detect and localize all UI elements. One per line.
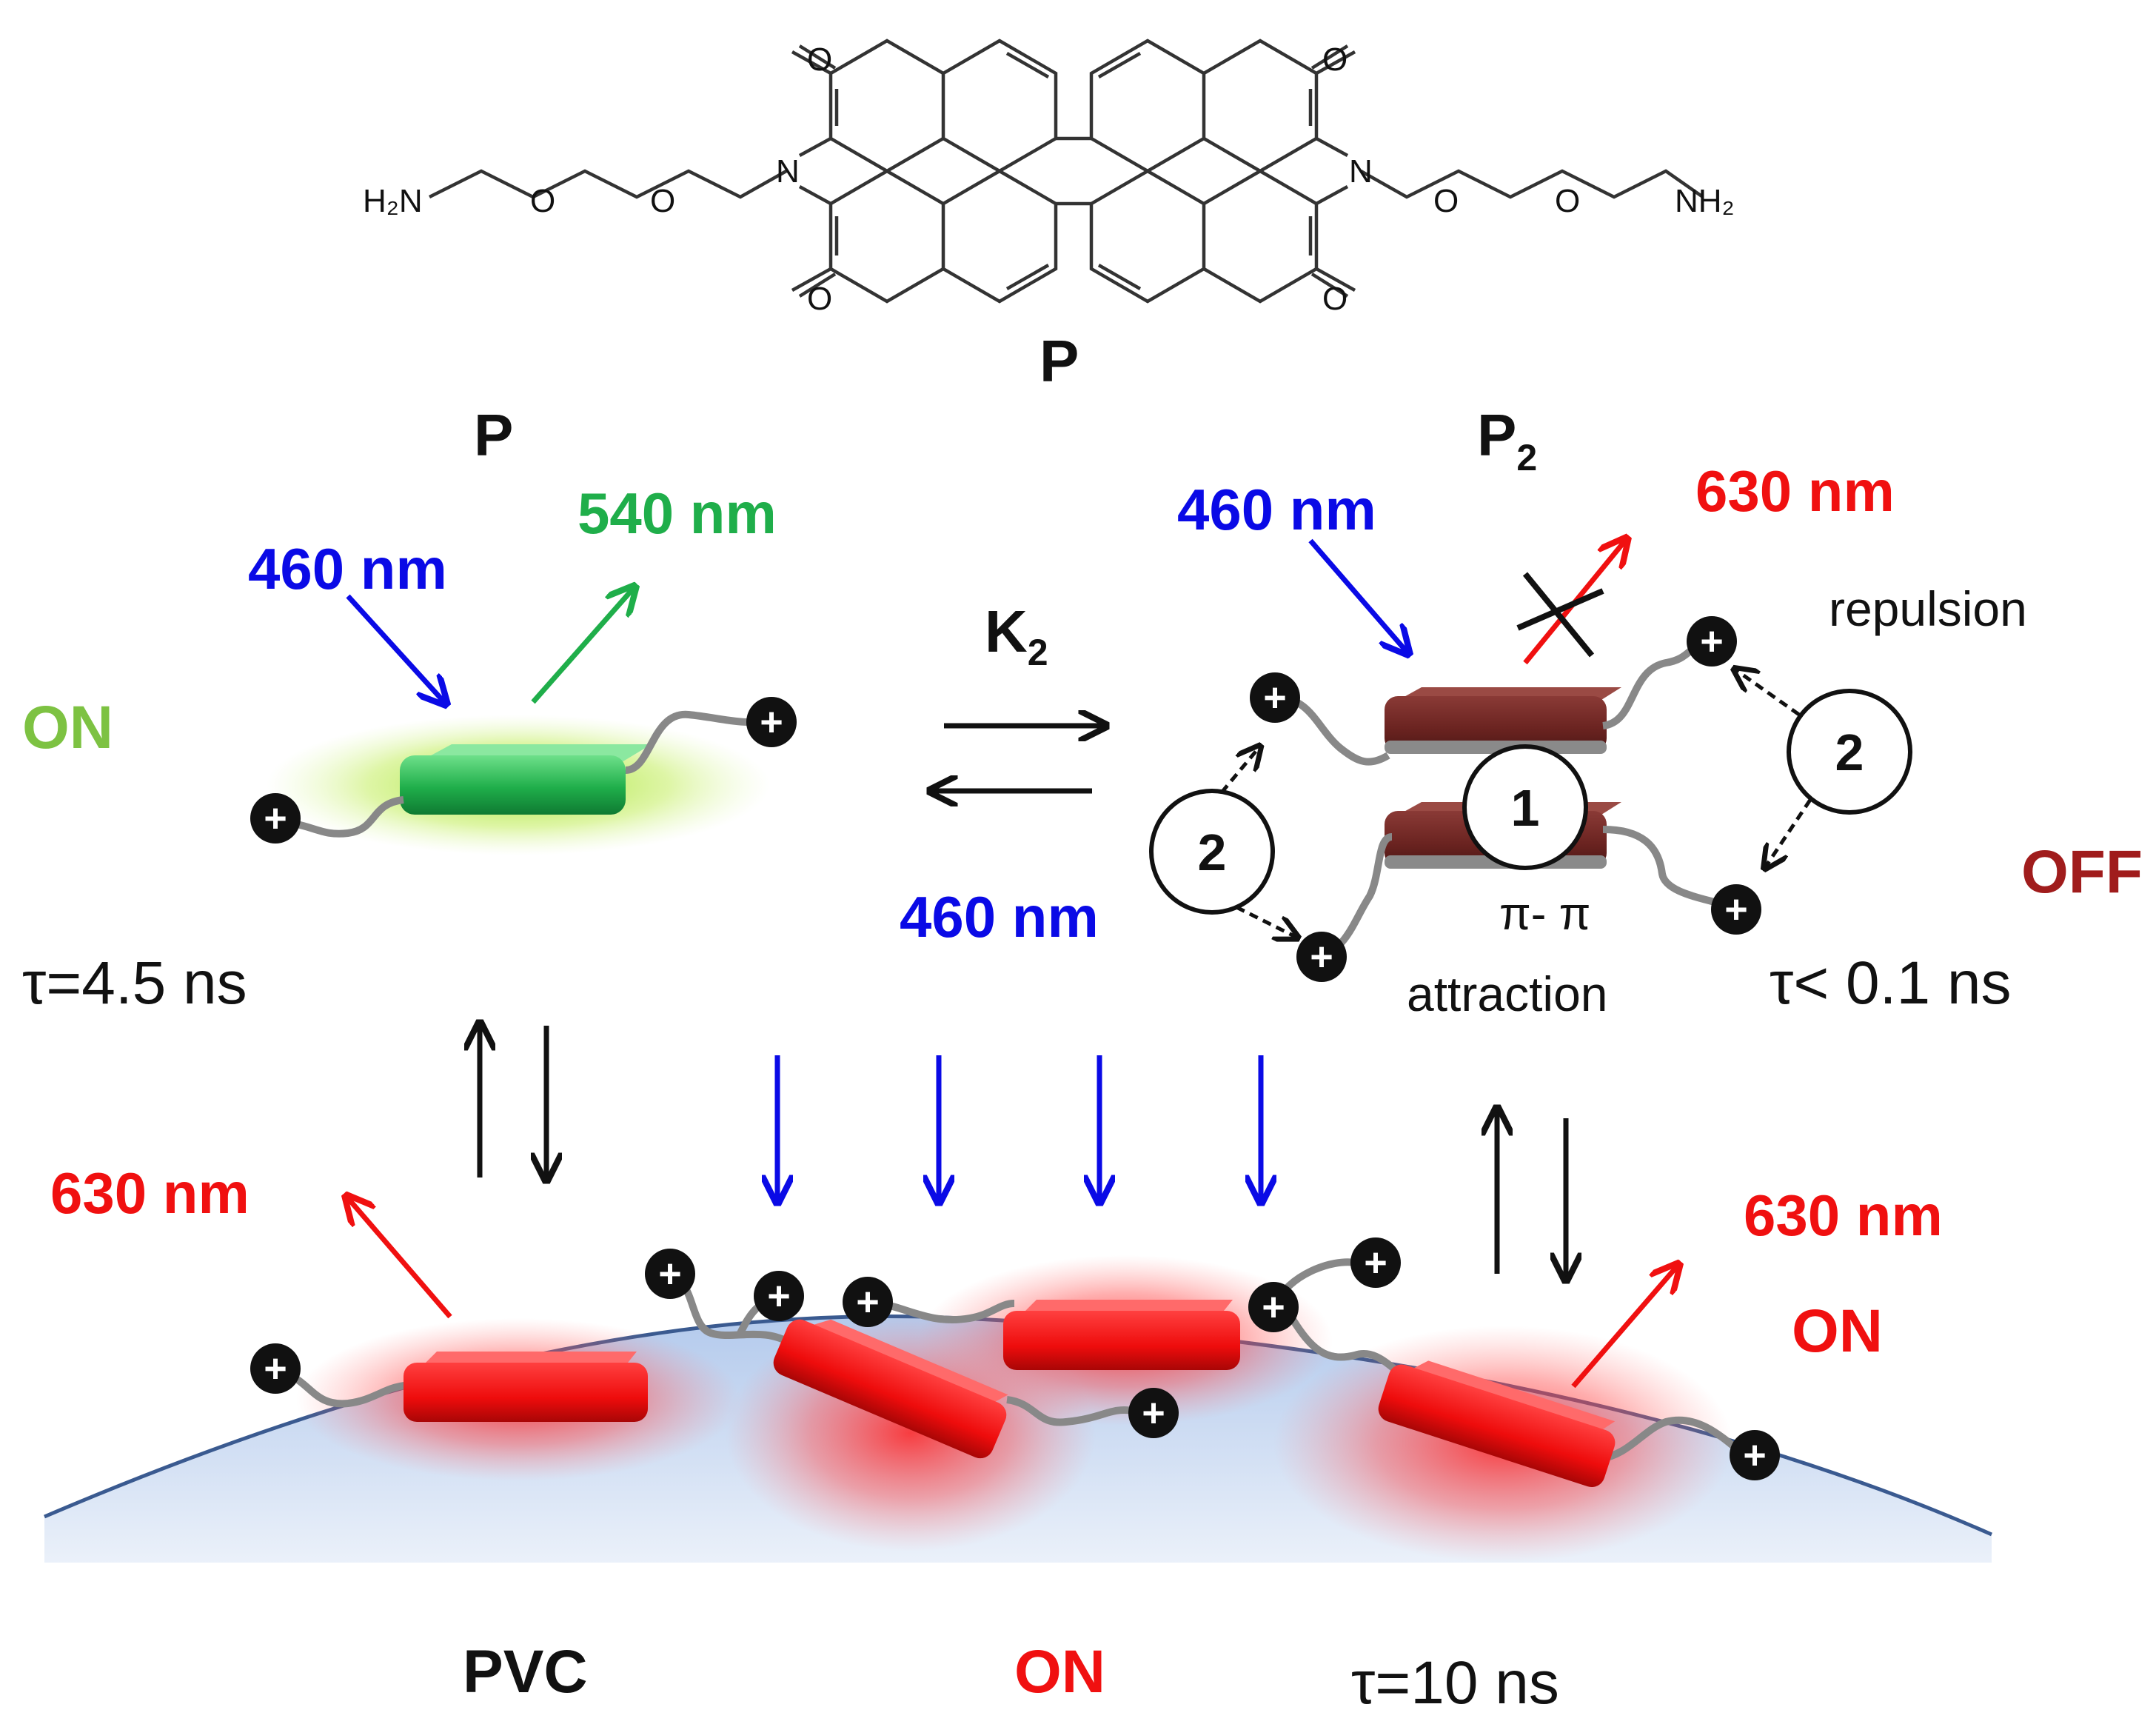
monomer-state: ON bbox=[22, 694, 113, 761]
atom-o-bottom-right: O bbox=[1322, 281, 1348, 317]
dimer-excitation-label: 460 nm bbox=[1177, 477, 1376, 542]
surface-chain-7 bbox=[1288, 1316, 1409, 1381]
svg-text:2: 2 bbox=[1198, 824, 1227, 881]
atom-n-right: N bbox=[1349, 153, 1373, 190]
monomer-charge-right: + bbox=[746, 697, 797, 747]
monomer-emission-label: 540 nm bbox=[578, 481, 777, 546]
monomer-excitation-arrow bbox=[346, 594, 444, 702]
atom-o-chain-left-2: O bbox=[650, 183, 675, 219]
monomer-lifetime: τ=4.5 ns bbox=[22, 949, 247, 1017]
monomer-emission-arrow bbox=[531, 589, 633, 704]
repulsion-label: repulsion bbox=[1829, 581, 2027, 636]
attraction-label: attraction bbox=[1407, 966, 1607, 1021]
blocked-emission-cross-icon bbox=[1516, 572, 1604, 658]
repulsion-arrow-3 bbox=[1736, 670, 1801, 717]
monomer-title: P bbox=[474, 402, 513, 468]
dimer-chain-4 bbox=[1602, 826, 1731, 911]
dimer-title: P2 bbox=[1477, 402, 1537, 478]
dimer-top-slab bbox=[1385, 687, 1621, 754]
dimer-charge-4: + bbox=[1711, 884, 1761, 935]
surface-charge-6: + bbox=[1248, 1282, 1299, 1332]
pvc-label: PVC bbox=[463, 1638, 588, 1706]
svg-text:2: 2 bbox=[1835, 724, 1864, 781]
atom-n-left: N bbox=[776, 153, 800, 190]
core-ring-top-right bbox=[1089, 39, 1206, 173]
surface-charge-4: + bbox=[843, 1277, 893, 1327]
svg-text:+: + bbox=[1310, 935, 1333, 979]
surface-slab-3 bbox=[1003, 1300, 1240, 1370]
surface-right-emission-label: 630 nm bbox=[1744, 1183, 1943, 1248]
atom-h2n: H₂N bbox=[363, 183, 423, 219]
center-excitation-label: 460 nm bbox=[900, 884, 1099, 949]
svg-text:+: + bbox=[1743, 1433, 1767, 1477]
surface-chain-1 bbox=[274, 1366, 415, 1408]
compound-label: P bbox=[1040, 328, 1079, 394]
svg-text:1: 1 bbox=[1511, 779, 1540, 837]
svg-text:+: + bbox=[1724, 887, 1748, 932]
surface-charge-2: + bbox=[645, 1249, 695, 1299]
svg-text:+: + bbox=[1142, 1391, 1165, 1435]
atom-o-chain-left-1: O bbox=[530, 183, 555, 219]
surface-charge-5: + bbox=[1128, 1388, 1179, 1438]
repulsion-arrow-4 bbox=[1766, 798, 1812, 866]
surface-chain-8 bbox=[1598, 1416, 1743, 1463]
core-ring-top-left bbox=[941, 39, 1058, 173]
surface-lifetime: τ=10 ns bbox=[1351, 1649, 1559, 1717]
surface-slab-2 bbox=[773, 1319, 1008, 1459]
pi-pi-label: π- π bbox=[1499, 889, 1590, 940]
svg-text:+: + bbox=[767, 1274, 791, 1318]
svg-text:+: + bbox=[1700, 619, 1724, 664]
surface-emission-arrow-left bbox=[348, 1198, 452, 1319]
svg-text:+: + bbox=[1364, 1240, 1387, 1285]
interaction-circle-2-right: 2 bbox=[1787, 689, 1912, 815]
dimer-charge-3: + bbox=[1296, 932, 1347, 982]
surface-state: ON bbox=[1014, 1638, 1105, 1706]
svg-text:+: + bbox=[264, 796, 287, 841]
monomer-chain-left bbox=[273, 796, 404, 838]
interaction-circle-1: 1 bbox=[1462, 744, 1588, 870]
surface-charge-7: + bbox=[1350, 1237, 1401, 1288]
surface-charge-8: + bbox=[1730, 1430, 1780, 1480]
dimer-charge-2: + bbox=[1687, 616, 1737, 667]
atom-o-top-right: O bbox=[1322, 41, 1348, 78]
surface-left-emission-label: 630 nm bbox=[50, 1160, 250, 1226]
svg-text:+: + bbox=[658, 1252, 682, 1296]
repulsion-arrow-2 bbox=[1235, 905, 1296, 937]
surface-right-state: ON bbox=[1792, 1297, 1883, 1365]
dimer-charge-1: + bbox=[1250, 672, 1300, 723]
svg-text:+: + bbox=[1263, 675, 1287, 720]
interaction-circle-2-left: 2 bbox=[1149, 789, 1275, 915]
dimer-emission-label: 630 nm bbox=[1695, 458, 1895, 524]
equilibrium-constant: K2 bbox=[985, 598, 1048, 673]
surface-slab-4 bbox=[1378, 1360, 1616, 1488]
svg-text:+: + bbox=[1262, 1285, 1285, 1329]
surface-charge-1: + bbox=[250, 1343, 301, 1394]
svg-text:+: + bbox=[856, 1280, 880, 1324]
atom-nh2: NH₂ bbox=[1675, 183, 1735, 219]
monomer-charge-left: + bbox=[250, 793, 301, 844]
repulsion-arrow-1 bbox=[1220, 748, 1259, 794]
dimer-lifetime: τ< 0.1 ns bbox=[1770, 949, 2011, 1017]
monomer-excitation-label: 460 nm bbox=[248, 536, 447, 601]
surface-slab-1 bbox=[404, 1352, 648, 1422]
surface-charge-3: + bbox=[754, 1271, 804, 1321]
atom-o-top-left: O bbox=[807, 41, 832, 78]
dimer-state: OFF bbox=[2021, 838, 2143, 906]
dimer-chain-2 bbox=[1601, 641, 1704, 729]
monomer-chain-right bbox=[625, 710, 749, 774]
atom-o-bottom-left: O bbox=[807, 281, 832, 317]
monomer-slab bbox=[400, 744, 652, 815]
atom-o-chain-right-2: O bbox=[1555, 183, 1580, 219]
core-ring-bottom-right bbox=[1089, 169, 1206, 304]
dimer-excitation-arrow bbox=[1308, 538, 1407, 652]
core-ring-bottom-left bbox=[941, 169, 1058, 304]
svg-text:+: + bbox=[760, 700, 783, 744]
surface-chain-5 bbox=[1006, 1396, 1134, 1426]
surface-emission-arrow-right bbox=[1571, 1266, 1677, 1389]
chemical-structure bbox=[428, 39, 1704, 304]
svg-text:+: + bbox=[264, 1346, 287, 1391]
atom-o-chain-right-1: O bbox=[1433, 183, 1459, 219]
